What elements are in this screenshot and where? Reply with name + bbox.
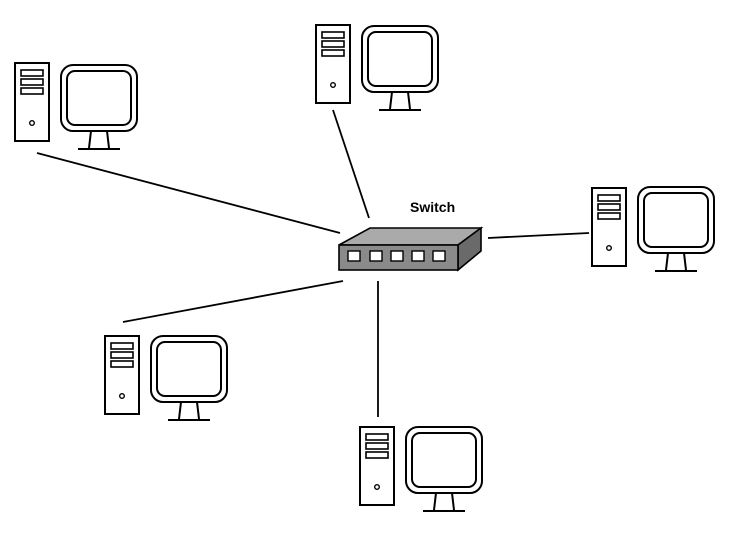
monitor-icon: [361, 25, 439, 111]
switch-port: [390, 250, 404, 262]
monitor-icon: [60, 64, 138, 150]
switch-ports: [347, 250, 446, 262]
switch-port: [411, 250, 425, 262]
switch-label: Switch: [410, 199, 455, 215]
cable-top-center: [332, 109, 370, 219]
cable-right: [487, 232, 590, 239]
switch-port: [432, 250, 446, 262]
tower-icon: [591, 187, 627, 267]
computer-top-center: [315, 24, 439, 111]
switch-port: [369, 250, 383, 262]
cables: [36, 109, 590, 417]
tower-icon: [315, 24, 351, 104]
tower-icon: [104, 335, 140, 415]
monitor-icon: [150, 335, 228, 421]
switch-top-face: [338, 227, 484, 246]
cable-bottom-left: [122, 280, 344, 323]
switch-device: [338, 226, 484, 272]
computer-right: [591, 186, 715, 272]
computer-top-left: [14, 62, 138, 150]
monitor-icon: [637, 186, 715, 272]
switch-port: [347, 250, 361, 262]
monitor-icon: [405, 426, 483, 512]
cable-top-left: [36, 152, 341, 234]
computer-bottom-center: [359, 426, 483, 512]
tower-icon: [14, 62, 50, 142]
computer-bottom-left: [104, 335, 228, 421]
tower-icon: [359, 426, 395, 506]
